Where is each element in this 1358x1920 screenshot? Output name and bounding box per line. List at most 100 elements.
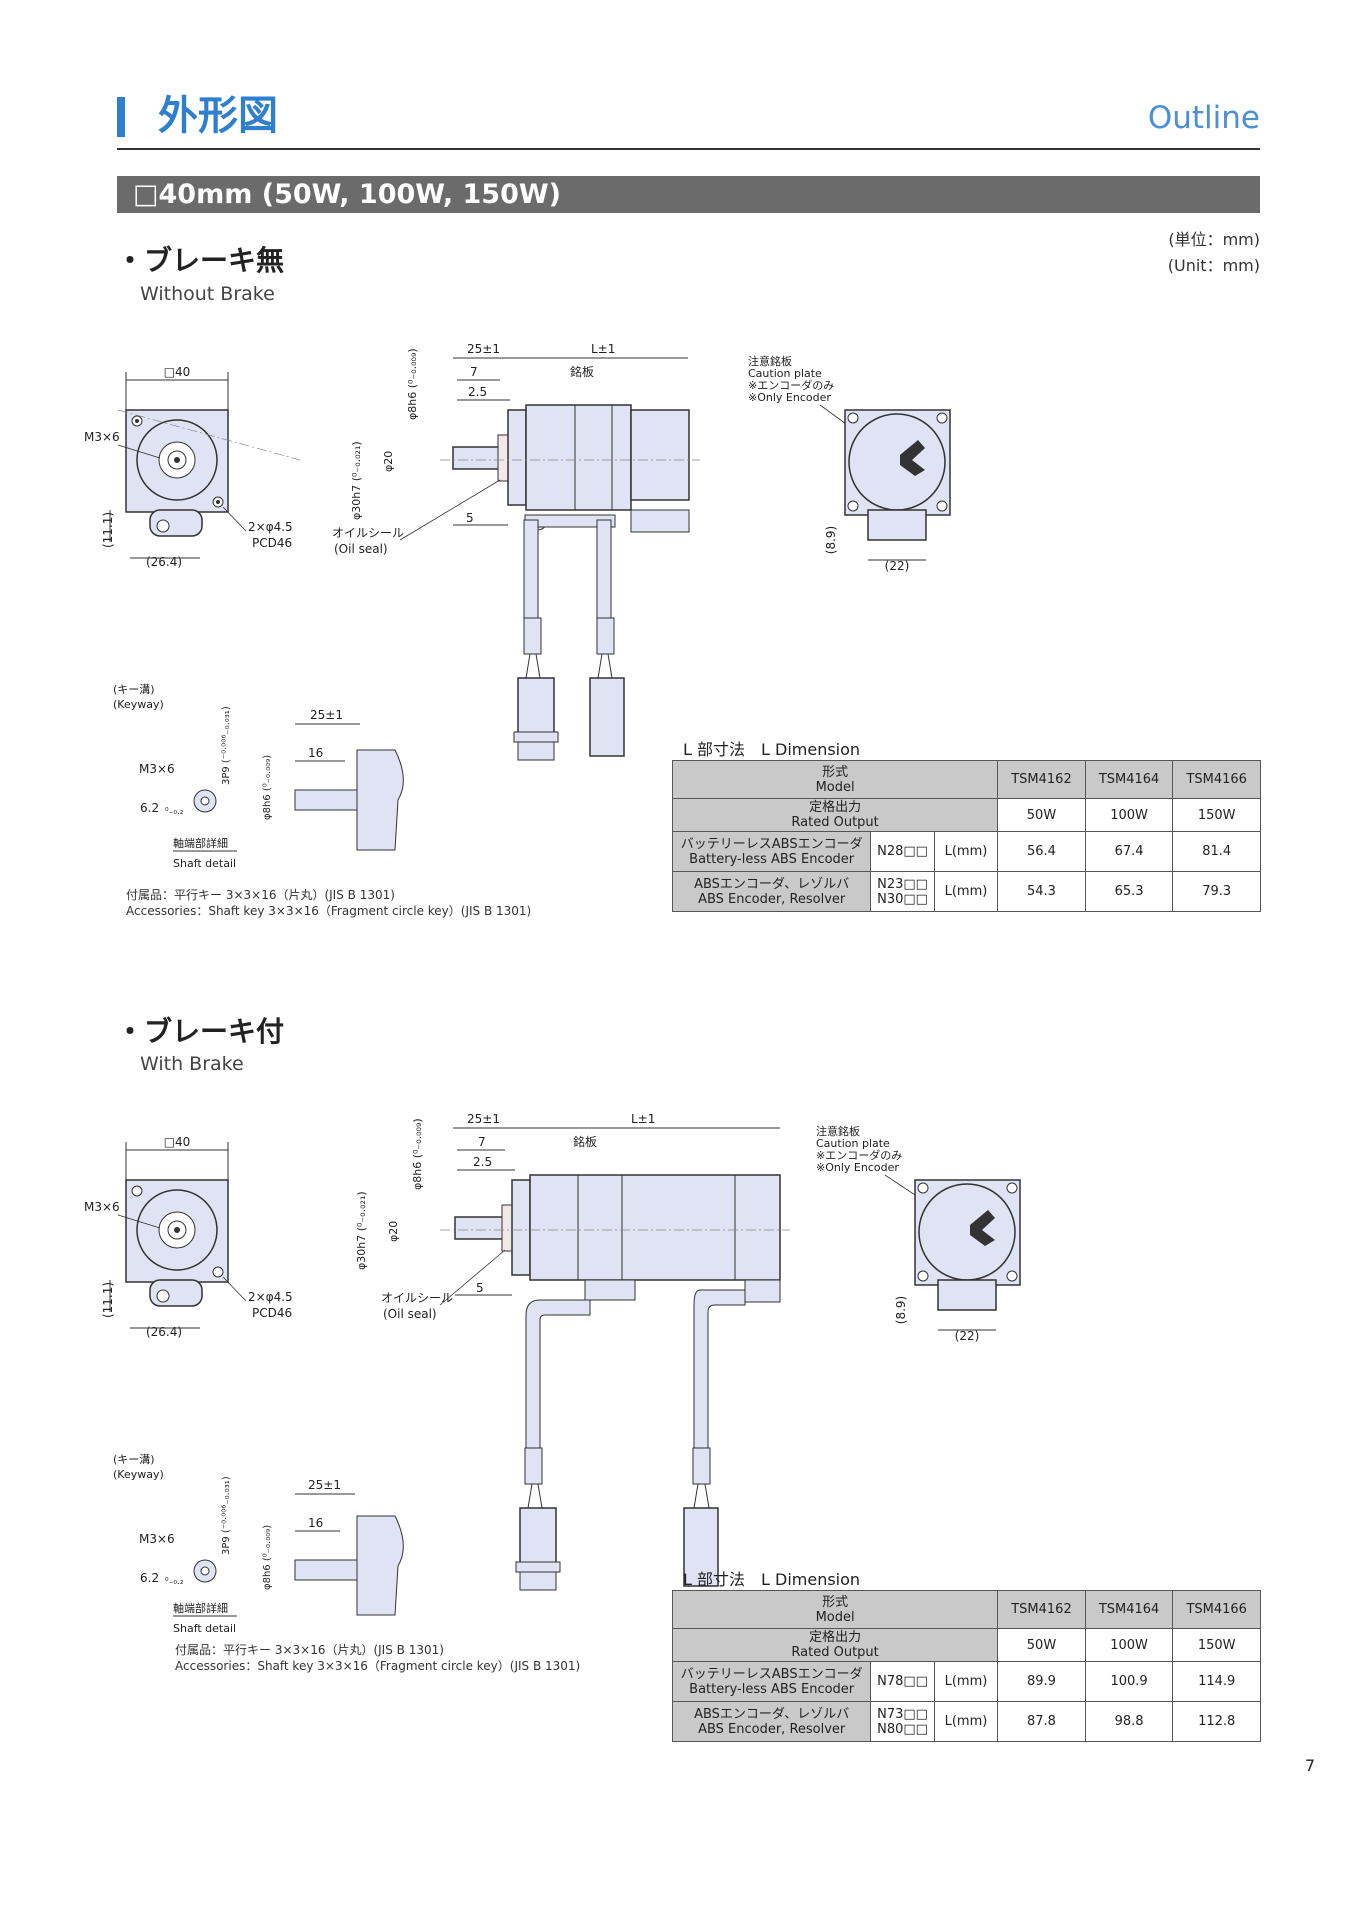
dim-11-1: (11.1) [101, 512, 115, 548]
title-accent-bar [117, 97, 125, 137]
dim-d8-key: φ8h6 (⁰₋₀.₀₀₉) [262, 1525, 273, 1590]
side-view: 25±1 L±1 7 2.5 銘板 φ8h6 (⁰₋₀.₀₀₉) φ30h7 (… [355, 1112, 790, 1591]
label-oil-seal: オイルシール [381, 1291, 453, 1305]
dim-11-1: (11.1) [101, 1282, 115, 1318]
dim-sq40: □40 [164, 1135, 191, 1149]
dim-2-5: 2.5 [468, 385, 487, 399]
dim-3p9: 3P9 (⁻⁰·⁰⁰⁶₋₀.₀₃₁) [221, 1476, 232, 1555]
dim-8-9: (8.9) [824, 526, 838, 554]
unit-ja: (単位：mm) [1168, 230, 1260, 249]
page-title: 外形図 [158, 93, 278, 139]
output-cell: 150W [1172, 798, 1261, 832]
label-caution-en: Caution plate [748, 367, 822, 380]
code-cell: N78□□ [870, 1661, 935, 1702]
dim-shaft-d8: φ8h6 (⁰₋₀.₀₀₉) [406, 348, 419, 420]
section-title-without-brake: ・ブレーキ無 [116, 244, 285, 277]
dim-8-9: (8.9) [894, 1296, 908, 1324]
label-m3x6: M3×6 [84, 1200, 120, 1214]
section-subtitle-with-brake: With Brake [140, 1053, 244, 1075]
label-encoder-only-en: ※Only Encoder [816, 1161, 899, 1174]
value-cell: 67.4 [1084, 831, 1174, 872]
keyway-detail: (キー溝) (Keyway) M3×6 6.2 ⁰₋₀.₂ 3P9 (⁻⁰·⁰⁰… [113, 1453, 404, 1635]
label-m3x6-key: M3×6 [139, 762, 175, 776]
rear-view: 注意銘板 Caution plate ※エンコーダのみ ※Only Encode… [748, 354, 951, 573]
label-m3x6-key: M3×6 [139, 1532, 175, 1546]
dim-16: 16 [308, 746, 323, 760]
model-cell: TSM4164 [1084, 1590, 1174, 1629]
value-cell: 89.9 [997, 1661, 1086, 1702]
dim-25: 25±1 [467, 1112, 500, 1126]
dim-22: (22) [955, 1329, 980, 1343]
code-cell: N23□□N30□□ [870, 871, 935, 912]
code-cell: N73□□N80□□ [870, 1701, 935, 1742]
drawing-without-brake: □40 M3×6 2×φ4.5 PCD46 (11.1) (26.4) 25±1… [84, 342, 951, 870]
label-keyway-ja: (キー溝) [113, 683, 155, 696]
unit-cell: L(mm) [933, 1661, 999, 1702]
label-oil-seal-en: (Oil seal) [334, 542, 388, 556]
dim-spigot-d30: φ30h7 (⁰₋₀.₀₂₁) [350, 441, 363, 520]
dim-5: 5 [476, 1281, 484, 1295]
value-cell: 114.9 [1172, 1661, 1261, 1702]
dim-7: 7 [478, 1135, 486, 1149]
accessories-ja-without-brake: 付属品：平行キー 3×3×16（片丸）(JIS B 1301) [126, 888, 395, 902]
label-pcd: PCD46 [252, 1306, 292, 1320]
value-cell: 112.8 [1172, 1701, 1261, 1742]
keyway-detail: (キー溝) (Keyway) M3×6 6.2 ⁰₋₀.₂ 3P9 (⁻⁰·⁰⁰… [113, 683, 404, 870]
dim-spigot-d30: φ30h7 (⁰₋₀.₀₂₁) [355, 1191, 368, 1270]
dim-25: 25±1 [467, 342, 500, 356]
dim-6-2-tol: ⁰₋₀.₂ [165, 807, 184, 817]
label-pcd: PCD46 [252, 536, 292, 550]
value-cell: 87.8 [997, 1701, 1086, 1742]
dim-sq40: □40 [164, 365, 191, 379]
dim-5: 5 [466, 511, 474, 525]
model-cell: TSM4164 [1084, 760, 1174, 799]
accessories-ja-with-brake: 付属品：平行キー 3×3×16（片丸）(JIS B 1301) [175, 1643, 444, 1657]
unit-cell: L(mm) [933, 831, 999, 872]
front-view: □40 M3×6 2×φ4.5 PCD46 (11.1) (26.4) [84, 1135, 293, 1339]
output-cell: 100W [1084, 1628, 1174, 1662]
label-caution-ja: 注意銘板 [816, 1124, 860, 1138]
section-title-with-brake: ・ブレーキ付 [116, 1015, 285, 1048]
code-cell: N28□□ [870, 831, 935, 872]
table-title-without-brake: L 部寸法 L Dimension [683, 740, 861, 759]
drawing-with-brake: □40 M3×6 2×φ4.5 PCD46 (11.1) (26.4) 25±1… [84, 1112, 1021, 1635]
label-shaft-detail: 軸端部詳細 [173, 1601, 228, 1615]
output-cell: 100W [1084, 798, 1174, 832]
dim-25-key: 25±1 [310, 708, 343, 722]
value-cell: 56.4 [997, 831, 1086, 872]
output-cell: 50W [997, 798, 1086, 832]
dim-d20: φ20 [387, 1221, 400, 1242]
dim-6-2-tol: ⁰₋₀.₂ [165, 1577, 184, 1587]
value-cell: 98.8 [1084, 1701, 1174, 1742]
value-cell: 100.9 [1084, 1661, 1174, 1702]
value-cell: 65.3 [1084, 871, 1174, 912]
label-encoder-only-ja: ※エンコーダのみ [748, 378, 834, 392]
label-shaft-detail-en: Shaft detail [173, 857, 236, 870]
model-cell: TSM4162 [997, 760, 1086, 799]
dim-6-2: 6.2 [140, 1571, 159, 1585]
label-holes: 2×φ4.5 [248, 520, 293, 534]
label-keyway-ja: (キー溝) [113, 1453, 155, 1466]
value-cell: 54.3 [997, 871, 1086, 912]
header-rule [117, 148, 1260, 150]
page-number: 7 [1304, 1756, 1315, 1775]
accessories-en-with-brake: Accessories：Shaft key 3×3×16（Fragment ci… [175, 1659, 581, 1673]
label-shaft-detail-en: Shaft detail [173, 1622, 236, 1635]
model-cell: TSM4166 [1172, 760, 1261, 799]
section-subtitle-without-brake: Without Brake [140, 283, 275, 305]
label-shaft-detail: 軸端部詳細 [173, 836, 228, 850]
dim-16: 16 [308, 1516, 323, 1530]
dim-25-key: 25±1 [308, 1478, 341, 1492]
dim-L: L±1 [631, 1112, 655, 1126]
dim-d8-key: φ8h6 (⁰₋₀.₀₀₉) [262, 755, 273, 820]
rear-view: 注意銘板 Caution plate ※エンコーダのみ ※Only Encode… [816, 1124, 1021, 1343]
label-nameplate: 銘板 [570, 364, 594, 379]
